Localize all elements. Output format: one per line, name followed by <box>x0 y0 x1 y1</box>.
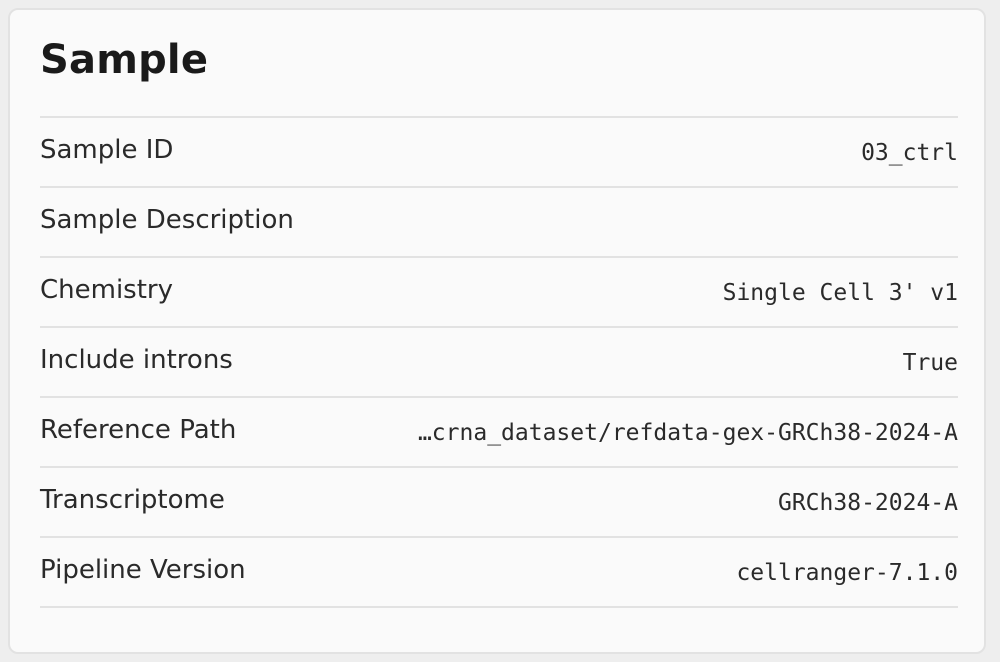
table-row-sample-id: Sample ID 03_ctrl <box>40 118 958 188</box>
row-value: GRCh38-2024-A <box>777 490 958 516</box>
row-value: Single Cell 3' v1 <box>722 280 958 306</box>
row-label: Include introns <box>40 345 233 375</box>
table-row-chemistry: Chemistry Single Cell 3' v1 <box>40 258 958 328</box>
row-value: cellranger-7.1.0 <box>736 560 958 586</box>
sample-table: Sample ID 03_ctrl Sample Description Che… <box>40 116 958 608</box>
table-row-transcriptome: Transcriptome GRCh38-2024-A <box>40 468 958 538</box>
table-row-pipeline-version: Pipeline Version cellranger-7.1.0 <box>40 538 958 608</box>
card-title: Sample <box>40 37 209 83</box>
row-label: Sample ID <box>40 135 174 165</box>
row-value: 03_ctrl <box>861 140 958 166</box>
row-label: Transcriptome <box>40 485 225 515</box>
sample-card: Sample Sample ID 03_ctrl Sample Descript… <box>8 8 986 654</box>
row-label: Chemistry <box>40 275 173 305</box>
row-label: Reference Path <box>40 415 237 445</box>
table-row-reference-path: Reference Path …crna_dataset/refdata-gex… <box>40 398 958 468</box>
row-label: Pipeline Version <box>40 555 246 585</box>
table-row-include-introns: Include introns True <box>40 328 958 398</box>
row-value: …crna_dataset/refdata-gex-GRCh38-2024-A <box>417 420 958 446</box>
table-row-sample-description: Sample Description <box>40 188 958 258</box>
row-value: True <box>902 350 958 376</box>
row-label: Sample Description <box>40 205 294 235</box>
